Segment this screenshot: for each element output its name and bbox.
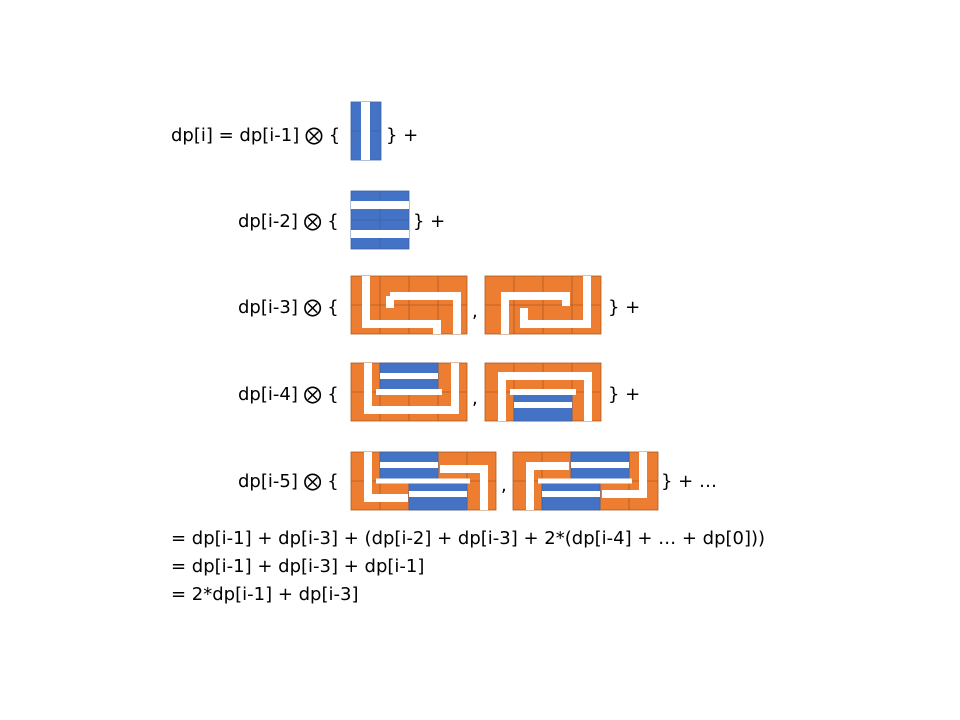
equation-line-2: = dp[i-1] + dp[i-3] + dp[i-1] — [171, 556, 425, 577]
row-1-prefix: dp[i] = dp[i-1] ⨂ { — [171, 125, 341, 146]
row-2-suffix: } + — [413, 211, 446, 232]
tiling-two-horizontal-dominoes — [350, 190, 410, 250]
row-5-prefix: dp[i-5] ⨂ { — [238, 471, 339, 492]
row-4-prefix: dp[i-4] ⨂ { — [238, 384, 339, 405]
tiling-tromino-two-dominoes-a — [350, 451, 497, 511]
row-3-separator: , — [472, 301, 478, 322]
tiling-tromino-two-dominoes-b — [512, 451, 659, 511]
equation-line-1: = dp[i-1] + dp[i-3] + (dp[i-2] + dp[i-3]… — [171, 528, 766, 549]
tiling-vertical-domino — [350, 101, 382, 161]
row-2-prefix: dp[i-2] ⨂ { — [238, 211, 339, 232]
row-3-prefix: dp[i-3] ⨂ { — [238, 297, 339, 318]
row-1-suffix: } + — [386, 125, 419, 146]
row-5-separator: , — [501, 475, 507, 496]
row-3-suffix: } + — [608, 297, 641, 318]
row-4-separator: , — [472, 388, 478, 409]
tiling-tromino-domino-a — [350, 362, 468, 422]
tiling-tromino-pair-a — [350, 275, 468, 335]
row-5-suffix: } + … — [661, 471, 717, 492]
equation-line-3: = 2*dp[i-1] + dp[i-3] — [171, 584, 359, 605]
tiling-tromino-domino-b — [484, 362, 602, 422]
row-4-suffix: } + — [608, 384, 641, 405]
tiling-tromino-pair-b — [484, 275, 602, 335]
